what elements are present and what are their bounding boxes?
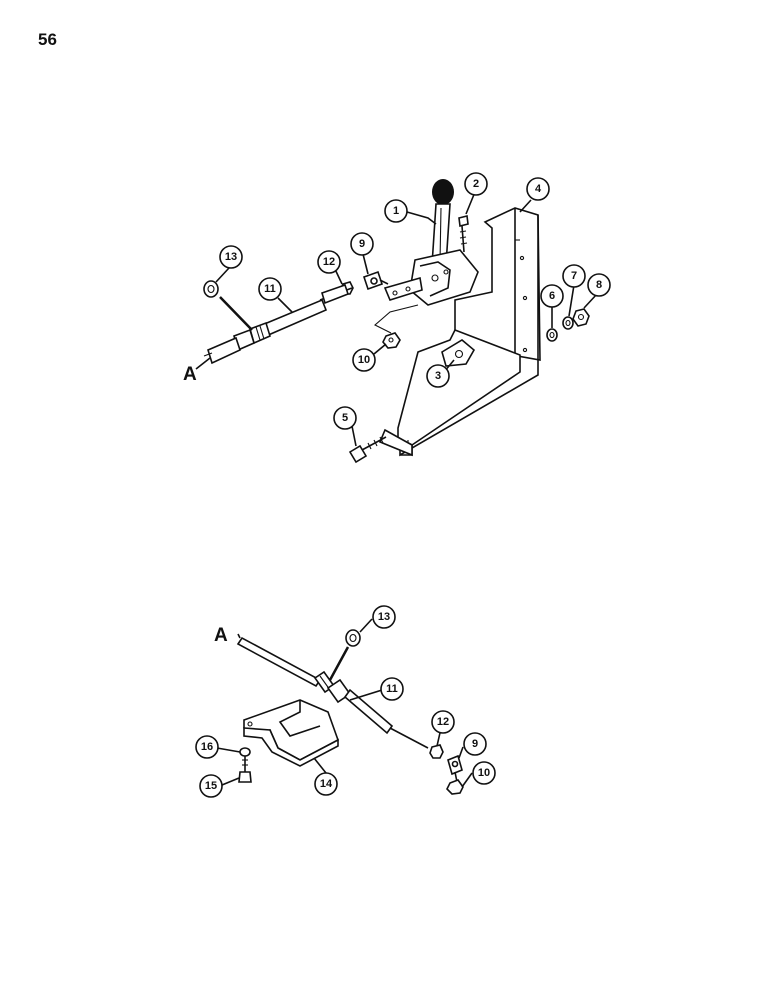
callout-label: 10	[478, 767, 490, 779]
callout-label: 8	[596, 279, 602, 291]
washer-13-top	[203, 280, 219, 298]
callout-label: 7	[571, 270, 577, 282]
nut-12-bottom	[429, 744, 444, 759]
callout-label: 11	[264, 283, 276, 295]
washer-13-bottom-leader	[328, 646, 350, 681]
callout-label: 3	[435, 370, 441, 382]
mounting-bracket	[378, 207, 541, 457]
washer-13-top-leader	[219, 296, 253, 331]
callout-label: 6	[549, 290, 555, 302]
top-assembly	[203, 179, 590, 464]
lockwasher-7	[562, 316, 574, 330]
nut-8-hole	[577, 313, 585, 321]
callout-11-bottom: 11	[380, 677, 404, 701]
callout-label: 2	[473, 178, 479, 190]
callout-10: 10	[352, 348, 376, 372]
washer-13-bottom	[345, 629, 361, 647]
callout-13: 13	[219, 245, 243, 269]
reference-a-top: A	[183, 364, 197, 385]
washer-13-top-hole	[207, 284, 215, 294]
bottom-assembly	[236, 629, 464, 795]
callout-label: 15	[205, 780, 217, 792]
callout-5: 5	[333, 406, 357, 430]
detent-plate	[441, 339, 476, 367]
callout-label: 4	[535, 183, 542, 195]
callout-label: 1	[393, 205, 399, 217]
callout-label: 14	[320, 778, 333, 790]
callout-2: 2	[464, 172, 488, 196]
callout-label: 9	[472, 738, 478, 750]
callout-9: 9	[350, 232, 374, 256]
callout-label: 13	[378, 611, 390, 623]
lockwasher-16	[239, 747, 251, 757]
lever-knob	[432, 179, 454, 205]
reference-a-bottom: A	[214, 625, 228, 646]
callout-6: 6	[540, 284, 564, 308]
callout-10-bottom: 10	[472, 761, 496, 785]
lever-base	[383, 249, 479, 306]
bolt-2	[458, 215, 469, 253]
callout-label: 9	[359, 238, 365, 250]
cable-bracket-plate	[243, 699, 339, 767]
callout-11: 11	[258, 277, 282, 301]
callout-label: 11	[386, 683, 398, 695]
callout-label: 12	[323, 256, 335, 268]
callout-label: 12	[437, 716, 449, 728]
washer-6	[546, 328, 558, 342]
callout-12: 12	[317, 250, 341, 274]
bolt-15	[238, 756, 252, 783]
shift-cable-top	[203, 283, 353, 365]
lockwasher-7-hole	[565, 319, 571, 327]
ball-joint-9	[362, 270, 389, 291]
callout-label: 10	[358, 354, 370, 366]
page-number: 56	[38, 30, 57, 49]
callout-7: 7	[562, 264, 586, 288]
callout-12-bottom: 12	[431, 710, 455, 734]
nut-8	[572, 308, 590, 327]
callout-1: 1	[384, 199, 408, 223]
callout-label: 13	[225, 251, 237, 263]
callout-8: 8	[587, 273, 611, 297]
callout-3: 3	[426, 364, 450, 388]
callout-14: 14	[314, 772, 338, 796]
ball-joint-9-bottom	[447, 754, 463, 783]
nut-10-bottom	[446, 779, 464, 795]
nut-10	[374, 304, 419, 349]
callout-9-bottom: 9	[463, 732, 487, 756]
callout-label: 5	[342, 412, 348, 424]
bolt-5	[348, 436, 387, 464]
callout-4: 4	[526, 177, 550, 201]
washer-13-bottom-hole	[349, 633, 357, 643]
callout-13-bottom: 13	[372, 605, 396, 629]
callout-16: 16	[195, 735, 219, 759]
shift-lever	[431, 179, 454, 266]
callout-15: 15	[199, 774, 223, 798]
shift-cable-bottom	[236, 636, 429, 749]
callout-label: 16	[201, 741, 213, 753]
washer-6-hole	[549, 331, 555, 339]
